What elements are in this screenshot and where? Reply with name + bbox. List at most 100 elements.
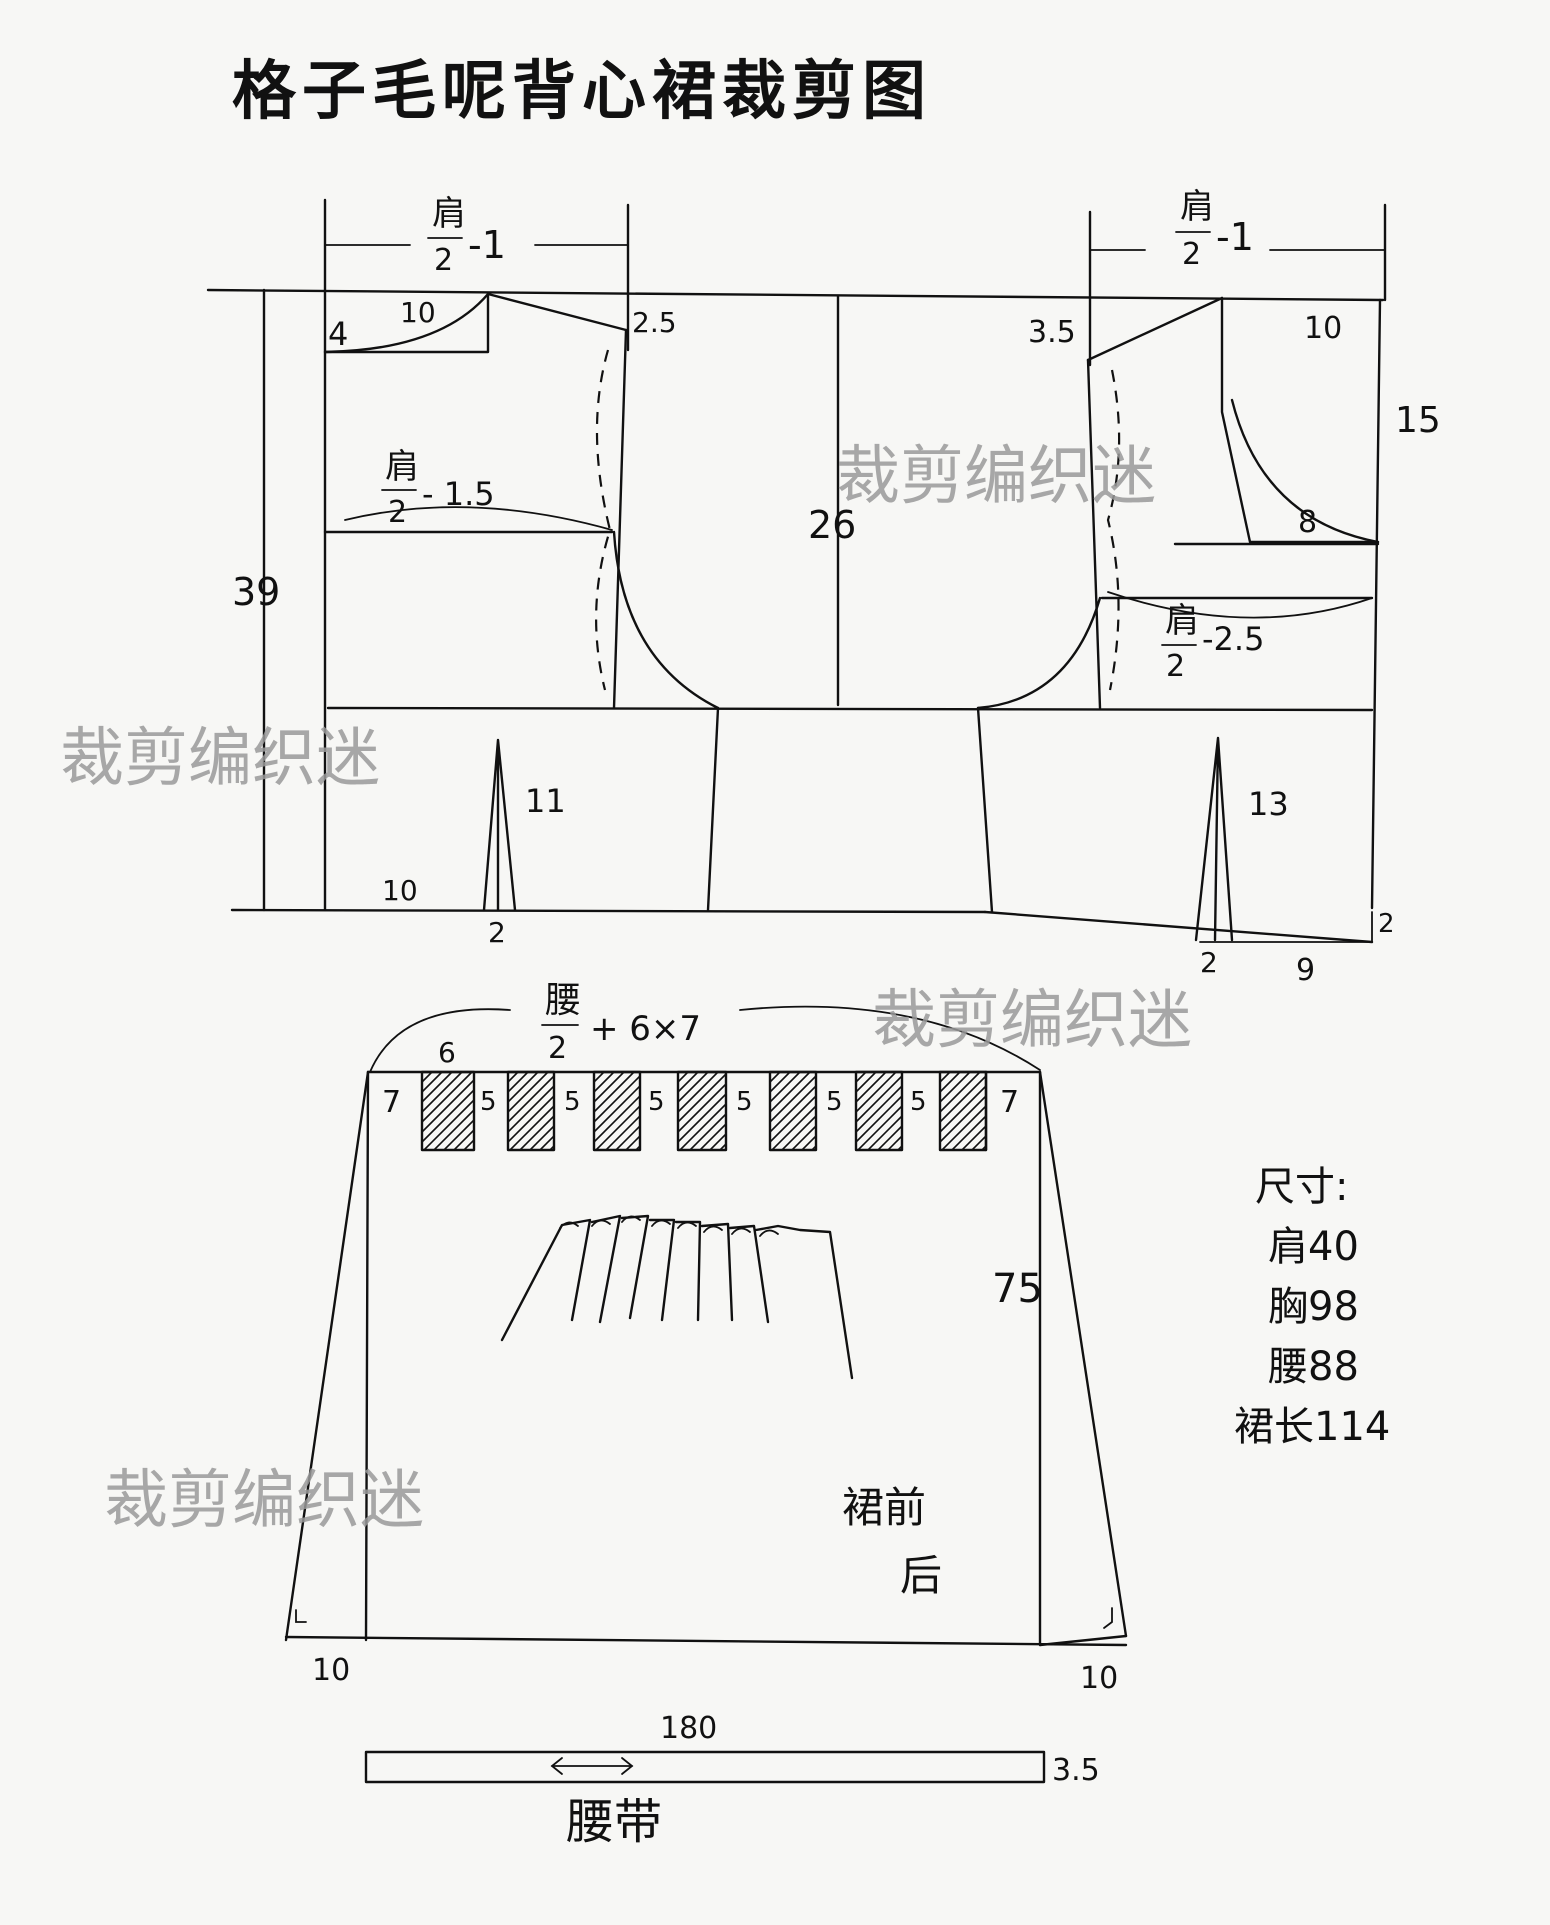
- armhole-depth-label: 26: [808, 503, 856, 547]
- hatch-line: [677, 1071, 719, 1113]
- hatch-line: [791, 1125, 817, 1151]
- hatch-line: [781, 1115, 817, 1151]
- sizes-heading: 尺寸:: [1255, 1164, 1348, 1210]
- waistband-pattern: 180 3.5 腰带: [364, 1711, 1100, 1850]
- hatch-line: [593, 1071, 605, 1083]
- hatch-line: [519, 1115, 555, 1151]
- chest-dim-arc-right: [1107, 591, 1373, 619]
- back-neck-curve: [1230, 398, 1380, 544]
- hatch-line: [507, 1075, 555, 1123]
- hem-left: 10: [312, 1653, 350, 1688]
- neck-width-right: 10: [1304, 311, 1342, 346]
- back-armhole-straight: [1086, 358, 1102, 710]
- hatch-line: [855, 1071, 867, 1083]
- hatch-line: [855, 1095, 903, 1143]
- pleat-fold-3: [620, 1214, 650, 1320]
- waistband-label: 腰带: [566, 1794, 662, 1850]
- chest-dim-arc-left: [344, 506, 613, 531]
- back-center-line: [1370, 298, 1382, 910]
- front-armhole-straight: [612, 328, 628, 710]
- page-title: 格子毛呢背心裙裁剪图: [232, 55, 932, 129]
- hatch-line: [421, 1089, 475, 1143]
- hatch-line: [635, 1145, 641, 1151]
- shoulder-left-rest: -1: [468, 223, 506, 267]
- hatch-line: [769, 1071, 791, 1093]
- size-waist: 腰88: [1268, 1344, 1359, 1390]
- chest-right-num: 肩: [1165, 601, 1199, 641]
- hatch-line: [605, 1115, 641, 1151]
- hatch-line: [433, 1109, 475, 1151]
- hatch-line: [421, 1071, 443, 1093]
- watermark-4: 裁剪编织迷: [104, 1464, 424, 1538]
- right-angle-left: [295, 1609, 307, 1623]
- shoulder-left-num: 肩: [432, 194, 466, 234]
- chest-right-rest: -2.5: [1202, 620, 1264, 658]
- waist-dim-arc-left: [369, 1008, 511, 1073]
- hatch-line: [453, 1129, 475, 1151]
- front-shoulder-line: [486, 292, 628, 332]
- hatch-line: [593, 1071, 615, 1093]
- size-chest: 胸98: [1268, 1284, 1359, 1330]
- waistband-rect: [364, 1750, 1046, 1784]
- shoulder-right-rest: -1: [1216, 215, 1254, 259]
- hatch-line: [855, 1085, 903, 1133]
- pleat-fold-6: [700, 1222, 734, 1322]
- size-table: 尺寸: 肩40 胸98 腰88 裙长114: [1234, 1164, 1390, 1450]
- total-length-label: 39: [232, 570, 280, 614]
- hatch-line: [625, 1135, 641, 1151]
- chest-left-rest: - 1.5: [422, 475, 495, 513]
- waist-den: 2: [548, 1031, 567, 1066]
- gap-4: 5: [736, 1087, 753, 1117]
- gap-1: 5: [480, 1087, 497, 1117]
- bodice-pattern: 肩 2 -1 4 10 2.5 肩 2 - 1.5 39 26 肩 2 -1: [206, 187, 1441, 988]
- edge-right: 7: [1000, 1085, 1019, 1120]
- hem-right: 10: [1080, 1661, 1118, 1696]
- waist-dim-arc-right: [739, 1005, 1041, 1071]
- neck-depth-left: 4: [328, 315, 348, 353]
- skirt-label-line2: 后: [900, 1551, 942, 1600]
- size-skirt-length: 裙长114: [1234, 1404, 1390, 1450]
- back-neck-box: [1220, 296, 1380, 544]
- hatch-line: [855, 1071, 877, 1093]
- hatch-line: [855, 1071, 887, 1103]
- skirt-inner-left: [364, 1070, 370, 1642]
- size-shoulder: 肩40: [1268, 1224, 1359, 1270]
- neck-bottom-right: 8: [1298, 505, 1317, 540]
- hatch-line: [699, 1123, 727, 1151]
- hatch-line: [867, 1115, 903, 1151]
- hatch-line: [769, 1085, 817, 1133]
- front-armhole-dashed: [595, 349, 612, 691]
- hatch-line: [421, 1071, 473, 1123]
- neck-width-left: 10: [400, 296, 436, 329]
- gap-6: 5: [910, 1087, 927, 1117]
- hatch-line: [939, 1071, 961, 1093]
- dart-left-width: 2: [488, 916, 506, 949]
- hatch-line: [801, 1135, 817, 1151]
- pleat-hatch: [507, 1071, 555, 1151]
- dart-left-height: 11: [525, 782, 566, 820]
- hatch-line: [855, 1071, 897, 1113]
- pleat-fold-8: [754, 1224, 854, 1380]
- hatch-line: [939, 1085, 987, 1133]
- hatch-line: [421, 1071, 433, 1083]
- back-armhole-dashed: [1106, 369, 1121, 691]
- skirt-hem: [284, 1635, 1128, 1647]
- hatch-line: [769, 1071, 781, 1083]
- hatch-line: [677, 1093, 727, 1143]
- hatch-line: [939, 1071, 981, 1113]
- hatch-line: [769, 1075, 817, 1123]
- hatch-line: [951, 1115, 987, 1151]
- hatch-line: [961, 1125, 987, 1151]
- hatch-line: [811, 1145, 817, 1151]
- hatch-line: [689, 1113, 727, 1151]
- hatch-line: [593, 1095, 641, 1143]
- hatch-line: [677, 1073, 727, 1123]
- hatch-line: [421, 1079, 475, 1133]
- hatch-line: [887, 1135, 903, 1151]
- hatch-line: [509, 1105, 555, 1151]
- pleat-fold-2: [590, 1214, 622, 1324]
- back-armhole-curve: [976, 596, 1102, 710]
- skirt-pattern: 腰 2 + 6×7 6 10 10 75 7 7 5 5 5 5: [284, 980, 1128, 1696]
- pleat-hatch: [939, 1071, 987, 1151]
